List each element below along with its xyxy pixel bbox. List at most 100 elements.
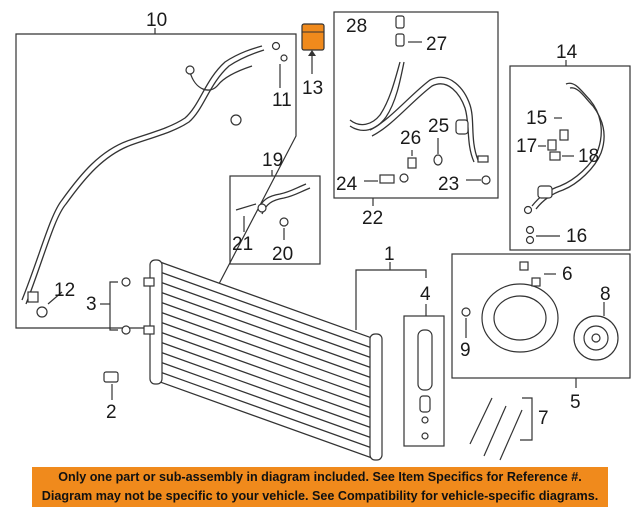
suction-hose-a-outer — [349, 61, 405, 132]
callout-19: 19 — [262, 150, 283, 171]
compressor-inner — [493, 295, 547, 341]
callout-11: 11 — [272, 90, 292, 111]
hose-fitting-10a — [185, 65, 195, 75]
valve-15 — [559, 129, 569, 141]
o-ring-12 — [36, 306, 48, 318]
drier-o-ring-a — [421, 416, 429, 424]
disclaimer-line-2: Diagram may not be specific to your vehi… — [41, 489, 599, 503]
callout-22: 22 — [362, 208, 383, 229]
leader-1 — [355, 269, 427, 330]
disclaimer-line-1: Only one part or sub-assembly in diagram… — [58, 470, 582, 484]
callout-27: 27 — [426, 34, 447, 55]
drier-cartridge — [417, 329, 433, 391]
condenser-1 — [149, 259, 427, 461]
callout-15: 15 — [526, 108, 547, 129]
fitting-24 — [379, 174, 395, 184]
callout-10: 10 — [146, 10, 167, 31]
bracket-3c — [121, 325, 131, 335]
valve-17 — [547, 139, 557, 151]
bracket-3d — [143, 325, 155, 335]
callout-20: 20 — [272, 244, 293, 265]
o-ring-23 — [481, 175, 491, 185]
callout-numbers: 10 11 12 13 28 27 26 25 24 23 22 14 15 1… — [54, 10, 611, 429]
brackets-3 — [100, 277, 155, 400]
group-19-hose-assembly — [229, 170, 321, 265]
drier-o-ring-b — [421, 432, 429, 440]
hose-line-14-outer — [535, 87, 605, 210]
callout-8: 8 — [600, 284, 611, 305]
group-5-frame — [451, 253, 631, 379]
part-13-body — [301, 23, 325, 51]
callout-12: 12 — [54, 280, 75, 301]
group-19-frame — [229, 175, 321, 265]
callout-2: 2 — [106, 402, 117, 423]
bolt-2 — [103, 371, 119, 383]
drier-frame — [403, 315, 445, 447]
o-ring-25 — [433, 154, 443, 166]
leader-7 — [520, 397, 533, 441]
callout-14: 14 — [556, 42, 578, 63]
seal-6a — [519, 261, 529, 271]
valve-cap-28 — [395, 15, 405, 29]
suction-hose-a — [349, 61, 401, 126]
callout-28: 28 — [346, 16, 367, 37]
hose-end-19 — [257, 203, 267, 213]
leader-3 — [109, 281, 118, 331]
callout-24: 24 — [336, 174, 358, 195]
condenser-right-tank — [369, 333, 383, 461]
callout-13: 13 — [302, 78, 323, 99]
drier-plug — [419, 395, 431, 413]
group-22-frame — [333, 11, 499, 199]
drier-4 — [403, 304, 445, 447]
bolt-7a — [469, 397, 493, 445]
hose-branch-10 — [189, 65, 253, 91]
callout-5: 5 — [570, 392, 581, 413]
seal-6b — [531, 277, 541, 287]
callout-26: 26 — [400, 128, 421, 149]
fitting-18 — [549, 151, 561, 161]
clutch-center-8 — [591, 333, 601, 343]
callout-4: 4 — [420, 284, 431, 305]
arrow-13-icon — [308, 50, 316, 56]
disclaimer-banner: Only one part or sub-assembly in diagram… — [32, 467, 608, 507]
service-port-25 — [455, 119, 469, 135]
group-10-frame — [15, 33, 297, 329]
hose-end-22 — [477, 155, 489, 163]
hose-line-10 — [21, 45, 263, 301]
group-14-hose-assembly — [509, 60, 631, 251]
part-13-pressure-switch — [301, 23, 325, 74]
callout-18: 18 — [578, 146, 599, 167]
callout-1: 1 — [384, 244, 395, 265]
hose-line-19 — [257, 183, 307, 211]
callout-9: 9 — [460, 340, 471, 361]
hose-end-fitting-10 — [27, 291, 39, 303]
hose-muffler-14 — [537, 185, 553, 199]
valve-core-27 — [395, 33, 405, 47]
fitting-26 — [407, 157, 417, 169]
bolt-7c — [499, 409, 523, 461]
group-14-frame — [509, 65, 631, 251]
condenser-fins — [159, 271, 373, 449]
callout-7: 7 — [538, 408, 549, 429]
group-22-suction-hose — [333, 11, 499, 206]
suction-hose-b — [369, 76, 479, 161]
bolts-7 — [469, 397, 533, 461]
group-10-hose-assembly — [15, 28, 297, 329]
callout-17: 17 — [516, 136, 537, 157]
switch-9 — [461, 307, 471, 317]
callout-21: 21 — [232, 234, 253, 255]
callout-16: 16 — [566, 226, 587, 247]
o-ring-16b — [525, 235, 535, 245]
group-5-compressor — [451, 253, 631, 388]
o-ring-20 — [279, 217, 289, 227]
hose-end-14 — [523, 205, 533, 215]
hose-fitting-10b — [230, 114, 242, 126]
callout-6: 6 — [562, 264, 573, 285]
o-ring-11a — [271, 41, 281, 51]
condenser-left-tank — [149, 259, 163, 385]
seal-21 — [235, 203, 257, 211]
o-ring-24 — [399, 173, 409, 183]
hose-line-10-outer — [25, 49, 265, 305]
callout-23: 23 — [438, 174, 459, 195]
